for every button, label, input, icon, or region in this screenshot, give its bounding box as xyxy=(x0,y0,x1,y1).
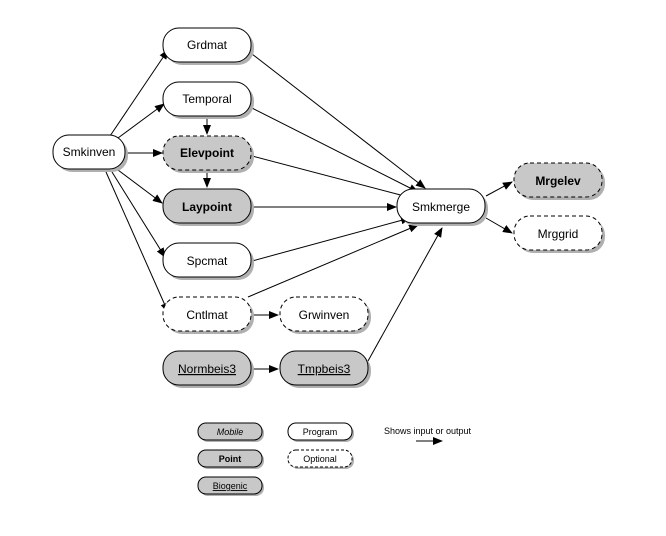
legend-biogenic: Biogenic xyxy=(197,476,264,496)
node-temporal: Temporal xyxy=(162,81,254,119)
edge-spcmat-smkmerge xyxy=(251,216,411,262)
node-mrgelev-label: Mrgelev xyxy=(535,174,581,188)
edge-grdmat-smkmerge xyxy=(251,53,426,189)
legend-program-label: Program xyxy=(303,427,338,437)
node-grwinven-label: Grwinven xyxy=(299,308,350,322)
edge-smkinven-temporal xyxy=(117,103,165,139)
node-mrgelev: Mrgelev xyxy=(513,162,605,200)
legend-arrow-label: Shows input or output xyxy=(384,426,472,436)
edge-smkinven-spcmat xyxy=(111,171,166,258)
legend-biogenic-label: Biogenic xyxy=(213,481,248,491)
node-smkinven-label: Smkinven xyxy=(63,145,116,159)
node-normbeis3: Normbeis3 xyxy=(162,350,254,388)
legend-optional: Optional xyxy=(287,449,354,469)
node-smkmerge-label: Smkmerge xyxy=(412,200,470,214)
node-tmpbeis3-label: Tmpbeis3 xyxy=(298,362,351,376)
legend-mobile-label: Mobile xyxy=(217,427,244,437)
edge-smkinven-cntlmat xyxy=(105,171,169,313)
edge-cntlmat-smkmerge xyxy=(247,224,419,298)
node-smkmerge: Smkmerge xyxy=(396,188,488,226)
legend-arrow: Shows input or output xyxy=(384,426,472,445)
edge-smkinven-laypoint xyxy=(117,169,163,204)
edge-smkmerge-mrggrid xyxy=(485,217,513,234)
node-temporal-label: Temporal xyxy=(182,92,231,106)
node-grdmat: Grdmat xyxy=(162,27,254,65)
legend: Mobile Point Biogenic Program Optional S… xyxy=(197,422,472,496)
node-cntlmat-label: Cntlmat xyxy=(186,308,228,322)
edges xyxy=(105,49,513,373)
edge-temporal-smkmerge xyxy=(251,107,419,193)
edge-smkinven-grdmat xyxy=(109,49,169,137)
legend-optional-label: Optional xyxy=(303,454,337,464)
node-spcmat-label: Spcmat xyxy=(187,254,228,268)
edge-tmpbeis3-smkmerge xyxy=(367,227,443,362)
node-laypoint-label: Laypoint xyxy=(182,200,232,214)
node-tmpbeis3: Tmpbeis3 xyxy=(279,350,371,388)
edge-smkmerge-mrgelev xyxy=(485,181,513,197)
legend-point: Point xyxy=(197,449,264,469)
edge-elevpoint-smkmerge xyxy=(251,155,413,200)
node-cntlmat: Cntlmat xyxy=(162,296,254,334)
node-grwinven: Grwinven xyxy=(279,296,371,334)
node-smkinven: Smkinven xyxy=(52,134,128,172)
node-mrggrid: Mrggrid xyxy=(513,215,605,253)
node-elevpoint: Elevpoint xyxy=(162,135,254,173)
node-mrggrid-label: Mrggrid xyxy=(538,227,579,241)
node-elevpoint-label: Elevpoint xyxy=(180,146,234,160)
node-laypoint: Laypoint xyxy=(162,188,254,226)
node-grdmat-label: Grdmat xyxy=(187,38,228,52)
node-spcmat: Spcmat xyxy=(162,242,254,280)
legend-mobile: Mobile xyxy=(197,422,264,442)
node-normbeis3-label: Normbeis3 xyxy=(178,362,236,376)
legend-point-label: Point xyxy=(219,454,242,464)
legend-program: Program xyxy=(287,422,354,442)
